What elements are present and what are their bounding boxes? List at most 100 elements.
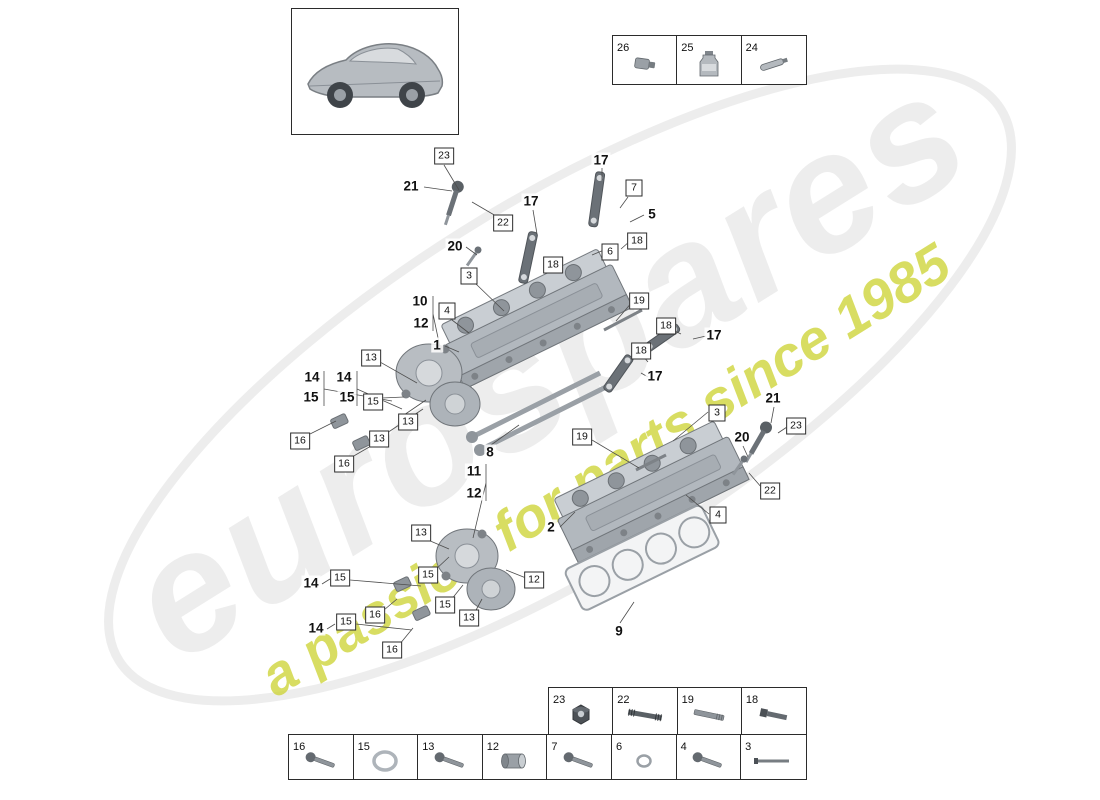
bracket-17-d [603, 354, 634, 393]
part-callout-16: 16 [365, 606, 385, 624]
part-callout-13: 13 [398, 413, 418, 431]
part-callout-18: 18 [656, 317, 676, 335]
part-callout-12: 12 [524, 571, 544, 589]
part-callout-19: 19 [572, 428, 592, 446]
part-callout-14: 14 [302, 369, 322, 385]
screw-20-a [465, 246, 482, 267]
pan-screw-icon [430, 748, 470, 774]
parts-table-cell: 24 [742, 36, 806, 84]
part-callout-3: 3 [708, 404, 726, 422]
part-callout-14: 14 [301, 575, 321, 591]
part-callout-9: 9 [613, 623, 625, 639]
hex-nut-icon [561, 702, 601, 728]
part-callout-18: 18 [543, 256, 563, 274]
mount-plates [330, 413, 431, 621]
part-number: 6 [615, 741, 623, 753]
part-callout-7: 7 [625, 179, 643, 197]
part-number: 12 [486, 741, 500, 753]
cylinder-head-2 [554, 421, 750, 564]
part-callout-16: 16 [334, 455, 354, 473]
part-callout-14: 14 [306, 620, 326, 636]
part-callout-16: 16 [290, 432, 310, 450]
camshafts [470, 370, 610, 453]
part-callout-6: 6 [601, 243, 619, 261]
part-callout-14: 14 [334, 369, 354, 385]
part-number: 22 [617, 694, 630, 706]
part-callout-22: 22 [760, 482, 780, 500]
cam-cover-lower [435, 528, 516, 611]
parts-table-cell: 25 [677, 36, 742, 84]
part-callout-15: 15 [301, 389, 321, 405]
parts-table-cell: 16 [289, 735, 354, 779]
part-callout-18: 18 [627, 232, 647, 250]
part-callout-22: 22 [493, 214, 513, 232]
part-number: 23 [553, 694, 566, 706]
part-callout-13: 13 [369, 430, 389, 448]
part-callout-17: 17 [704, 327, 724, 343]
hex-screw-icon [754, 702, 794, 728]
bracket-17-b [588, 171, 606, 228]
part-number: 24 [745, 42, 758, 54]
part-callout-17: 17 [591, 152, 611, 168]
part-callout-2: 2 [545, 519, 557, 535]
part-callout-17: 17 [521, 193, 541, 209]
parts-table-cell: 3 [741, 735, 806, 779]
part-callout-15: 15 [435, 596, 455, 614]
part-callout-12: 12 [464, 485, 484, 501]
part-number: 13 [422, 741, 435, 753]
cylinder-head-1 [441, 249, 643, 390]
screw-20-b [731, 455, 748, 476]
part-callout-15: 15 [337, 389, 357, 405]
part-callout-5: 5 [646, 206, 658, 222]
head-gasket [564, 504, 720, 611]
part-number: 18 [745, 694, 759, 706]
cam-cover-upper [395, 343, 481, 427]
vehicle-thumbnail-box [291, 8, 459, 135]
parts-table-cell: 4 [677, 735, 742, 779]
pan-screw-icon [559, 748, 599, 774]
sealant-bottle-icon [689, 50, 729, 78]
parts-table-cell: 18 [742, 688, 806, 734]
part-number: 16 [293, 741, 306, 753]
bracket-17-a [518, 231, 538, 284]
part-callout-13: 13 [361, 349, 381, 367]
part-callout-13: 13 [411, 524, 431, 542]
part-callout-18: 18 [631, 342, 651, 360]
part-callout-23: 23 [786, 417, 806, 435]
part-callout-15: 15 [336, 613, 356, 631]
part-callout-13: 13 [459, 609, 479, 627]
part-number: 26 [617, 42, 630, 54]
car-side-view-image [307, 42, 444, 108]
part-callout-15: 15 [363, 393, 383, 411]
sealant-tube-icon [754, 51, 794, 77]
o-ring-icon [624, 748, 664, 774]
pan-screw-icon [301, 748, 341, 774]
part-callout-20: 20 [445, 238, 465, 254]
parts-table-cell: 15 [354, 735, 419, 779]
part-number: 19 [681, 694, 694, 706]
part-callout-17: 17 [645, 368, 665, 384]
part-callout-8: 8 [484, 444, 496, 460]
parts-table-cell: 12 [483, 735, 548, 779]
part-callout-10: 10 [410, 293, 430, 309]
parts-table-cell: 23 [549, 688, 614, 734]
part-number: 3 [745, 741, 752, 753]
part-callout-16: 16 [382, 641, 402, 659]
part-callout-11: 11 [464, 463, 484, 479]
part-number: 15 [357, 741, 370, 753]
parts-table-cell: 7 [547, 735, 612, 779]
part-callout-15: 15 [418, 566, 438, 584]
seal-ring-icon [365, 748, 405, 774]
stud-icon [689, 702, 729, 728]
stud-bolt-icon [625, 702, 665, 728]
part-callout-12: 12 [411, 315, 431, 331]
pan-screw-icon [688, 748, 728, 774]
sleeve-icon [495, 748, 535, 774]
part-callout-20: 20 [732, 429, 752, 445]
part-callout-3: 3 [460, 267, 478, 285]
parts-table-cell: 22 [613, 688, 678, 734]
sensor-21-a [443, 180, 464, 226]
bottom-parts-table-row1: 23 22 19 18 [548, 687, 808, 735]
